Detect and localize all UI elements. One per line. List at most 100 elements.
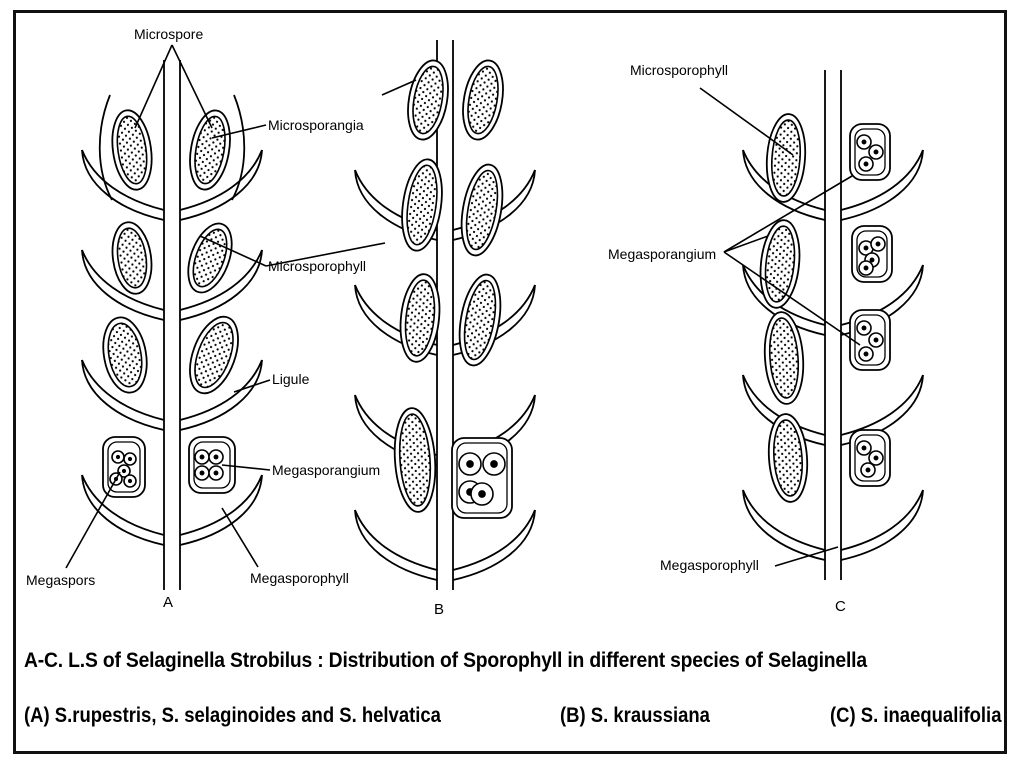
label-ligule: Ligule — [272, 371, 310, 387]
microsporangium — [765, 113, 807, 203]
sporophyll-outline — [354, 509, 438, 571]
sporophyll-outline — [452, 509, 536, 581]
sporophyll-outline — [81, 474, 165, 536]
sporangium-inner-wall — [456, 442, 508, 514]
panel-label-a: A — [163, 594, 173, 611]
sporophyll-outline — [840, 489, 924, 561]
sporophyll-outline — [742, 374, 826, 446]
label-megasporangium-c: Megasporangium — [608, 246, 716, 262]
sporophyll-outline — [179, 149, 263, 221]
sporophyll-outline — [840, 149, 924, 211]
microsporangium — [393, 407, 437, 513]
microsporangium — [767, 413, 809, 503]
megaspore-nucleus — [863, 265, 869, 271]
megaspore-nucleus — [865, 467, 871, 473]
sporophyll-outline — [81, 359, 165, 421]
sporophyll-outline — [179, 149, 263, 211]
microsporangium — [407, 59, 449, 141]
sporophyll-outline — [840, 489, 924, 551]
megaspore-nucleus — [873, 337, 879, 343]
sporophyll-outline — [179, 249, 263, 321]
megaspore-nucleus — [863, 245, 869, 251]
microspore-mass — [463, 279, 497, 361]
sporophyll-outline — [840, 149, 924, 221]
label-microsporangia: Microsporangia — [268, 117, 364, 133]
megasporangium — [851, 225, 893, 283]
sporophyll-outline — [81, 474, 165, 546]
microsporangium — [111, 109, 153, 191]
sporophyll-outline — [742, 149, 826, 221]
microsporangium — [458, 273, 502, 367]
microspore-mass — [412, 65, 444, 135]
sporangium-inner-wall — [854, 434, 886, 482]
megasporangium — [102, 436, 146, 498]
megaspore-nucleus — [199, 454, 205, 460]
megaspore-nucleus — [490, 460, 498, 468]
megaspore-nucleus — [199, 470, 205, 476]
microspore-mass — [404, 279, 436, 357]
sporophyll-outline — [81, 359, 165, 431]
microspore-mass — [764, 225, 796, 303]
microsporangium — [460, 163, 504, 257]
sporophyll-outline — [231, 94, 246, 201]
megaspore-nucleus — [875, 241, 881, 247]
sporophyll-outline — [98, 94, 113, 201]
label-megasporophyll-c: Megasporophyll — [660, 557, 759, 573]
megaspore-nucleus — [213, 470, 219, 476]
megasporangium — [188, 436, 236, 494]
sporangium-inner-wall — [856, 230, 888, 278]
species-a-caption: (A) S.rupestris, S. selaginoides and S. … — [24, 704, 441, 727]
microspore-mass — [467, 65, 499, 135]
microsporangium — [102, 316, 148, 394]
microspore-mass — [116, 115, 148, 185]
megasporangium — [849, 309, 891, 371]
strobilus-a — [81, 60, 263, 590]
strobilus-b — [354, 40, 536, 590]
sporangium-inner-wall — [854, 314, 886, 366]
microsporangium — [401, 158, 443, 252]
label-megasporophyll-a: Megasporophyll — [250, 570, 349, 586]
microsporangium — [111, 221, 153, 295]
megaspore-nucleus — [478, 490, 486, 498]
panel-label-c: C — [835, 598, 846, 615]
megaspore-nucleus — [861, 139, 867, 145]
label-microsporophyll-a: Microsporophyll — [268, 258, 366, 274]
sporophyll-outline — [742, 489, 826, 551]
megasporangium — [849, 123, 891, 181]
microsporangium — [187, 222, 233, 294]
megaspore-nucleus — [863, 351, 869, 357]
label-megasporangium-a: Megasporangium — [272, 462, 380, 478]
microspore-mass — [107, 322, 143, 388]
megaspore-nucleus — [873, 149, 879, 155]
megaspore-nucleus — [861, 325, 867, 331]
species-b-caption: (B) S. kraussiana — [560, 704, 710, 727]
sporophyll-outline — [81, 249, 165, 321]
megaspore-nucleus — [127, 478, 133, 484]
microsporangium — [763, 311, 805, 405]
microspore-mass — [116, 227, 148, 289]
microsporangium — [462, 59, 504, 141]
sporophyll-outline — [179, 249, 263, 311]
megaspore-nucleus — [869, 257, 875, 263]
microspore-mass — [194, 321, 234, 389]
species-c-caption: (C) S. inaequalifolia — [830, 704, 1002, 727]
sporangium-wall — [451, 437, 513, 519]
sporophyll-outline — [179, 359, 263, 421]
sporophyll-outline — [354, 509, 438, 581]
sporophyll-outline — [840, 374, 924, 436]
megaspore-nucleus — [213, 454, 219, 460]
microspore-mass — [406, 164, 438, 246]
microsporangium — [399, 273, 441, 363]
sporophyll-outline — [179, 474, 263, 536]
figure-caption-species: (A) S.rupestris, S. selaginoides and S. … — [24, 704, 974, 728]
microspore-mass — [772, 419, 804, 497]
sporangium-inner-wall — [107, 441, 141, 493]
sporangium-inner-wall — [193, 441, 231, 489]
megaspore-nucleus — [466, 460, 474, 468]
figure-caption-title: A-C. L.S of Selaginella Strobilus : Dist… — [24, 649, 867, 672]
label-microspore: Microspore — [134, 26, 203, 42]
microspore-mass — [770, 119, 802, 197]
strobilus-c — [742, 70, 924, 580]
megaspore-nucleus — [127, 456, 133, 462]
